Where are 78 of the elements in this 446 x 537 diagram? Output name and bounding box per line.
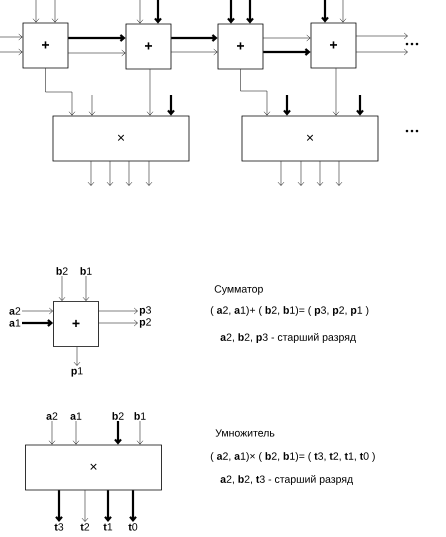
arrow [104,490,112,522]
arrow [0,34,22,40]
signal-label: t0 [128,523,138,531]
signal-label: p1 [72,367,83,377]
multiplier-box: × [242,116,378,162]
caption-text: a2, b2, p3 - старший разряд [220,333,356,343]
arrow [356,48,408,56]
multiplier-box: × [25,444,162,490]
arrow [278,161,284,186]
arrow [227,0,235,24]
arrow [0,48,22,56]
signal-label: a2 [46,412,58,420]
arrow [126,161,132,186]
arrow [129,490,137,522]
arrow [171,34,218,42]
signal-label: p2 [140,318,151,328]
signal-label: t3 [54,523,64,531]
signal-label: p3 [140,306,151,316]
arrow [332,68,340,116]
arrow [114,421,122,445]
multiplier-box: × [52,116,190,162]
arrow [321,0,329,23]
adder-box: + [218,24,264,70]
arrow [283,95,291,116]
caption-text: ( a2, a1)× ( b2, b1)= ( t3, t2, t1, t0 ) [210,452,375,462]
arrow [106,161,114,186]
adder-box: + [310,22,356,68]
arrow [82,490,88,522]
arrow [88,94,96,116]
arrow [55,490,63,522]
arrow [58,276,66,301]
arrow [356,95,364,116]
arrow [316,161,324,186]
adder-box: + [53,301,99,347]
arrow [154,0,162,24]
arrow [82,276,90,301]
signal-label: a1 [9,319,20,327]
signal-label: a2 [9,307,20,315]
arrow [240,69,270,116]
signal-label: a1 [70,412,82,420]
arrow [263,34,310,42]
arrow [146,161,152,186]
arrow [68,34,126,42]
arrow [246,0,254,24]
signal-label: b1 [80,267,92,275]
arrow [48,420,56,444]
arrow [136,0,144,24]
arrow [167,95,175,116]
arrow [45,68,76,116]
arrow [68,50,126,56]
arrow [336,161,342,186]
signal-label: b2 [112,412,124,420]
arrow [22,319,54,327]
caption-text: ( a2, a1)+ ( b2, b1)= ( p3, p2, p1 ) [210,306,368,316]
signal-label: t1 [103,523,112,531]
signal-label: b1 [134,412,146,420]
caption-text: a2, b2, t3 - старший разряд [220,475,353,485]
signal-label: t2 [80,523,90,531]
adder-box: + [22,22,68,68]
arrow [22,308,53,314]
arrow [52,0,58,22]
arrow [88,161,94,186]
arrow [98,308,138,314]
arrow [356,32,408,40]
arrow [72,420,80,444]
caption-text: Умножитель [215,429,274,437]
arrow [298,161,304,186]
signal-label: b2 [56,267,68,275]
adder-box: + [126,24,172,70]
arrow [136,420,144,444]
arrow [263,48,311,56]
arrow [74,346,80,366]
arrow [171,48,218,56]
arrow [32,0,40,22]
arrow [98,320,138,326]
arrow [146,69,154,116]
arrow [340,0,346,22]
caption-text: Сумматор [214,285,263,295]
